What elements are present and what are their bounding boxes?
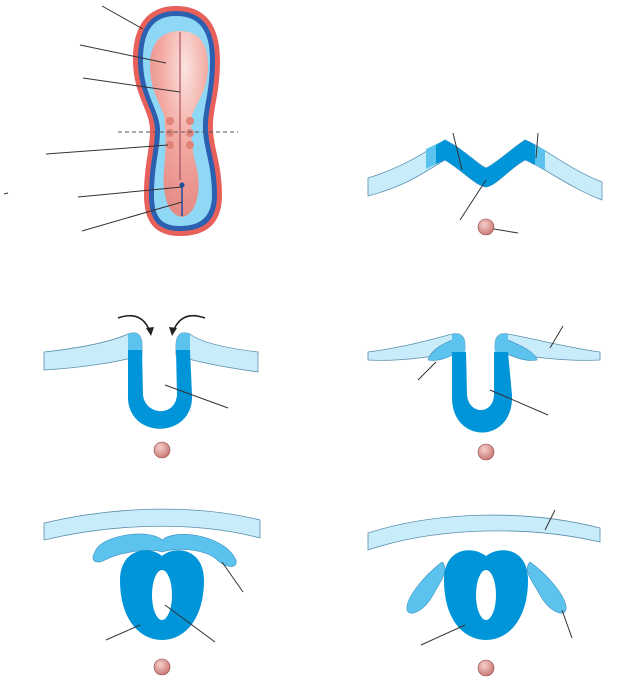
embryo-dorsal-view <box>3 5 238 236</box>
neural-tube-separated-section <box>367 509 601 677</box>
neural-fold-fusion-section <box>367 325 601 461</box>
notochord <box>477 218 495 236</box>
notochord <box>477 659 495 677</box>
somites <box>166 117 194 149</box>
notochord <box>153 441 171 459</box>
fold-arrow-left <box>117 314 151 333</box>
leader-lines <box>417 325 564 416</box>
leader-lines <box>452 132 539 234</box>
leader-lines <box>3 5 183 232</box>
neural-tube-closed-section <box>43 508 261 676</box>
notochord <box>477 443 495 461</box>
fold-arrow-right <box>172 314 206 333</box>
neural-groove-section <box>367 132 603 236</box>
leader-lines <box>420 509 573 646</box>
notochord <box>153 658 171 676</box>
leader-lines <box>105 561 244 643</box>
neural-fold-elevation-section <box>43 314 259 459</box>
